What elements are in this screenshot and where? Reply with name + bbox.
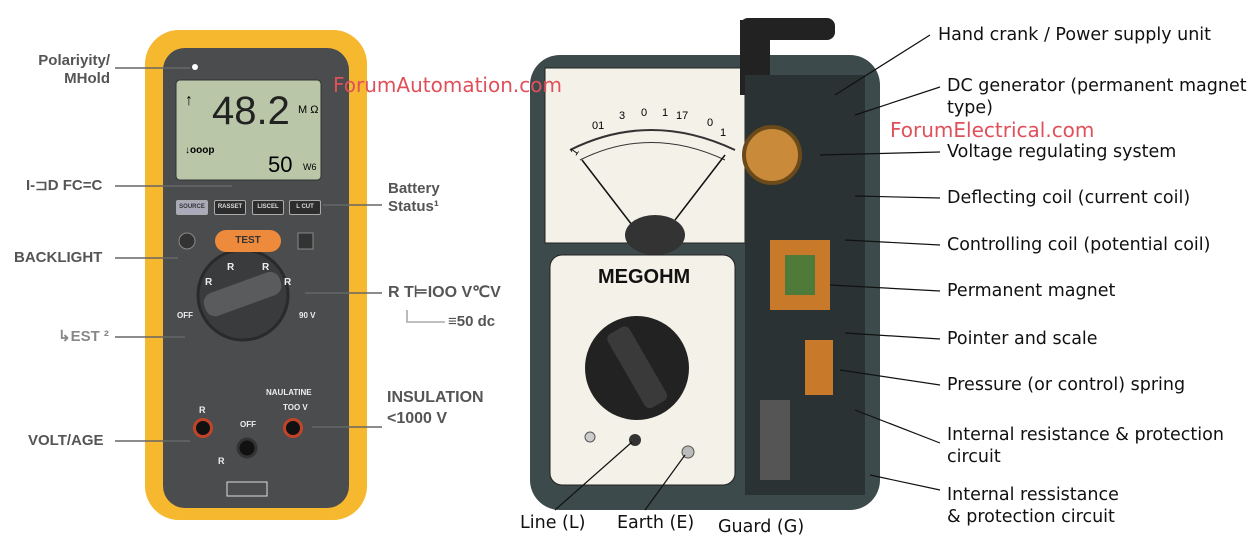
terminal-line: Line (L) <box>520 513 586 533</box>
scale-label: 17 <box>676 110 689 122</box>
callout-range-sub: ≡50 dc <box>448 313 496 330</box>
terminal-earth: Earth (E) <box>617 513 695 533</box>
test-button[interactable]: TEST <box>215 230 281 252</box>
callout-voltage: VOLT/AGE <box>28 432 104 449</box>
scale-label: 1 <box>662 107 669 119</box>
callout-lcd: I-⊐D FC=C <box>26 177 103 194</box>
part-dc-generator: DC generator (permanent magnet type) <box>947 76 1247 118</box>
part-hand-crank: Hand crank / Power supply unit <box>938 25 1212 45</box>
jack-label-right-sub: TOO V <box>283 403 308 412</box>
watermark-right: ForumElectrical.com <box>890 118 1095 142</box>
voltage-jack[interactable] <box>193 418 213 438</box>
callout-insulation: INSULATION <1000 V <box>387 389 484 427</box>
polarity-led <box>192 64 198 70</box>
lcd-voltage: 50 <box>268 152 293 177</box>
safety-symbols <box>226 481 268 497</box>
dial-label: R <box>205 277 213 288</box>
protection-circuit <box>760 400 790 480</box>
megger-title: MEGOHM <box>598 266 691 288</box>
line-terminal <box>584 431 596 443</box>
lcd-unit: M Ω <box>298 104 319 116</box>
jack-label-left: R <box>199 405 206 415</box>
lcd-reading: 48.2 <box>212 89 290 133</box>
callout-polarity: Polariyity/ MHold <box>38 52 110 87</box>
lcd-arrow: ↑ <box>185 92 193 109</box>
scale-label: 0 <box>641 107 648 119</box>
dc-generator <box>742 125 802 185</box>
scale-label: 01 <box>592 120 605 132</box>
function-button-1[interactable]: SOURCE <box>176 200 208 215</box>
pointer <box>674 154 726 221</box>
scale-label: 3 <box>619 110 626 122</box>
dial-label: R <box>284 277 292 288</box>
jack-label-center: OFF <box>240 420 256 429</box>
jack-label-right-top: NAULATINE <box>266 388 312 397</box>
scale-label: 1 <box>720 127 727 139</box>
part-controlling-coil: Controlling coil (potential coil) <box>947 235 1211 255</box>
permanent-magnet <box>785 255 815 295</box>
watermark-left: ForumAutomation.com <box>333 73 562 97</box>
lcd-display <box>175 79 322 181</box>
warning-indicator <box>297 232 314 250</box>
lcd-mode: ↓ooop <box>185 145 215 156</box>
dial-label: R <box>227 262 235 273</box>
earth-terminal <box>629 434 641 446</box>
lcd-voltage-unit: W6 <box>303 162 317 172</box>
scale-label: 0 <box>707 117 714 129</box>
megger-leader-lines <box>554 34 941 511</box>
part-internal-resistance: Internal resistance & protection circuit <box>947 425 1224 467</box>
part-deflecting-coil: Deflecting coil (current coil) <box>947 188 1191 208</box>
part-voltage-regulating: Voltage regulating system <box>947 142 1177 162</box>
insulation-jack[interactable] <box>283 418 303 438</box>
part-internal-resistance-2: Internal ressistance & protection circui… <box>947 485 1119 527</box>
com-jack <box>236 437 258 459</box>
jack-label-bottom: R <box>218 456 225 466</box>
part-pointer-scale: Pointer and scale <box>947 329 1098 349</box>
meter-face <box>544 67 746 244</box>
callout-test: ↳EST ² <box>58 328 109 345</box>
v-label: 90 V <box>299 311 316 320</box>
callout-battery: Battery Status¹ <box>388 180 440 215</box>
dial-label: R <box>262 262 270 273</box>
part-pressure-spring: Pressure (or control) spring <box>947 375 1186 395</box>
dial-knob <box>203 271 282 317</box>
spring <box>805 340 833 395</box>
terminal-guard: Guard (G) <box>718 517 805 537</box>
part-permanent-magnet: Permanent magnet <box>947 281 1116 301</box>
tester-leader-lines <box>115 67 445 442</box>
off-label: OFF <box>177 311 193 320</box>
callout-range: R T⊨IOO V℃V <box>388 284 501 301</box>
callout-backlight: BACKLIGHT <box>14 249 103 266</box>
backlight-button <box>178 232 196 250</box>
function-button-2[interactable]: RASSET <box>214 200 246 215</box>
function-button-3[interactable]: LISCEL <box>252 200 284 215</box>
function-button-4[interactable]: L CUT <box>289 200 321 215</box>
